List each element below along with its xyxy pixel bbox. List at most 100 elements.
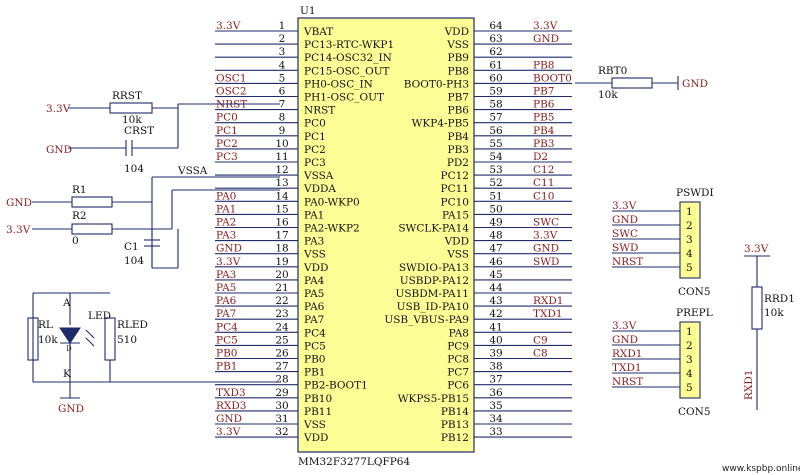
vssa-label: VSSA bbox=[177, 165, 208, 177]
pin-number: 44 bbox=[489, 282, 503, 294]
ic-part-number: MM32F3277LQFP64 bbox=[298, 456, 410, 468]
pin-name: PA1 bbox=[304, 209, 324, 221]
pin-number: 11 bbox=[275, 151, 288, 163]
pin-number: 43 bbox=[489, 295, 502, 307]
connector-pin-number: 3 bbox=[686, 234, 693, 246]
net-label: C9 bbox=[533, 334, 548, 346]
pin-name: PA6 bbox=[304, 301, 325, 313]
pin-name: USB_ID-PA10 bbox=[397, 301, 469, 313]
pin-number: 58 bbox=[489, 99, 502, 111]
connector-pin-number: 5 bbox=[686, 382, 693, 394]
led-diode bbox=[59, 327, 81, 344]
pin-number: 47 bbox=[489, 243, 502, 255]
pin-name: PC11 bbox=[441, 183, 469, 195]
c1-value: 104 bbox=[124, 255, 144, 267]
pin-number: 16 bbox=[275, 217, 289, 229]
pin-number: 15 bbox=[275, 203, 288, 215]
net-label: PC3 bbox=[216, 151, 238, 163]
net-label: D2 bbox=[533, 151, 548, 163]
pin-number: 51 bbox=[489, 190, 502, 202]
net-label: PC1 bbox=[216, 125, 238, 137]
pin-name: USBDP-PA12 bbox=[400, 275, 469, 287]
pin-name: PC8 bbox=[447, 354, 469, 366]
r2-net-label: 3.3V bbox=[6, 224, 31, 236]
pin-number: 45 bbox=[489, 269, 502, 281]
net-label: PA7 bbox=[216, 308, 236, 320]
net-label: PA5 bbox=[216, 282, 236, 294]
pin-number: 27 bbox=[275, 361, 288, 373]
ic-body bbox=[297, 17, 475, 453]
connector-net-label: SWC bbox=[612, 228, 638, 240]
pin-number: 34 bbox=[489, 413, 503, 425]
connector-body bbox=[679, 321, 701, 399]
net-label: PA2 bbox=[216, 217, 236, 229]
net-label: PC0 bbox=[216, 112, 238, 124]
crst-value: 104 bbox=[124, 163, 144, 175]
pin-name: PC0 bbox=[304, 118, 326, 130]
rrst-resistor bbox=[109, 102, 153, 114]
led-cathode-label: K bbox=[63, 368, 71, 380]
pin-name: PB1 bbox=[304, 367, 325, 379]
pin-name: PA7 bbox=[304, 314, 324, 326]
connector-pin-number: 3 bbox=[686, 354, 693, 366]
pin-number: 63 bbox=[489, 33, 502, 45]
pin-name: PC15-OSC_OUT bbox=[304, 65, 390, 77]
ic-ref: U1 bbox=[300, 5, 316, 17]
pin-name: PB11 bbox=[304, 406, 332, 418]
pin-name: PB0 bbox=[304, 354, 325, 366]
rrd1-top-net: 3.3V bbox=[744, 243, 769, 255]
pin-name: PC7 bbox=[447, 367, 469, 379]
c1-ref: C1 bbox=[124, 241, 139, 253]
pin-number: 17 bbox=[275, 230, 288, 242]
rbt0-ref: RBT0 bbox=[598, 65, 627, 77]
net-label: PB1 bbox=[216, 361, 237, 373]
pin-number: 12 bbox=[275, 164, 288, 176]
pin-number: 23 bbox=[275, 308, 288, 320]
pin-name: VDD bbox=[444, 26, 469, 38]
rbt0-net-label: GND bbox=[682, 78, 708, 90]
net-label: SWC bbox=[533, 217, 559, 229]
boot0-circuit: GND RBT0 10k bbox=[575, 65, 708, 101]
rled-resistor bbox=[104, 317, 116, 361]
rrst-ref: RRST bbox=[112, 90, 142, 102]
pin-name: VSSA bbox=[303, 170, 334, 182]
pin-number: 1 bbox=[279, 20, 286, 32]
net-label: RXD1 bbox=[533, 295, 563, 307]
net-label: PB7 bbox=[533, 86, 554, 98]
pin-name: PA8 bbox=[449, 327, 469, 339]
pin-number: 4 bbox=[279, 59, 286, 71]
pin-name: USB_VBUS-PA9 bbox=[384, 314, 469, 326]
pin-number: 25 bbox=[275, 334, 288, 346]
pin-name: PD2 bbox=[447, 157, 469, 169]
pin-number: 37 bbox=[489, 374, 502, 386]
pin-name: USBDM-PA11 bbox=[395, 288, 469, 300]
pin-number: 6 bbox=[279, 86, 286, 98]
pin-name: WKP4-PB5 bbox=[412, 118, 469, 130]
pin-number: 26 bbox=[275, 348, 289, 360]
